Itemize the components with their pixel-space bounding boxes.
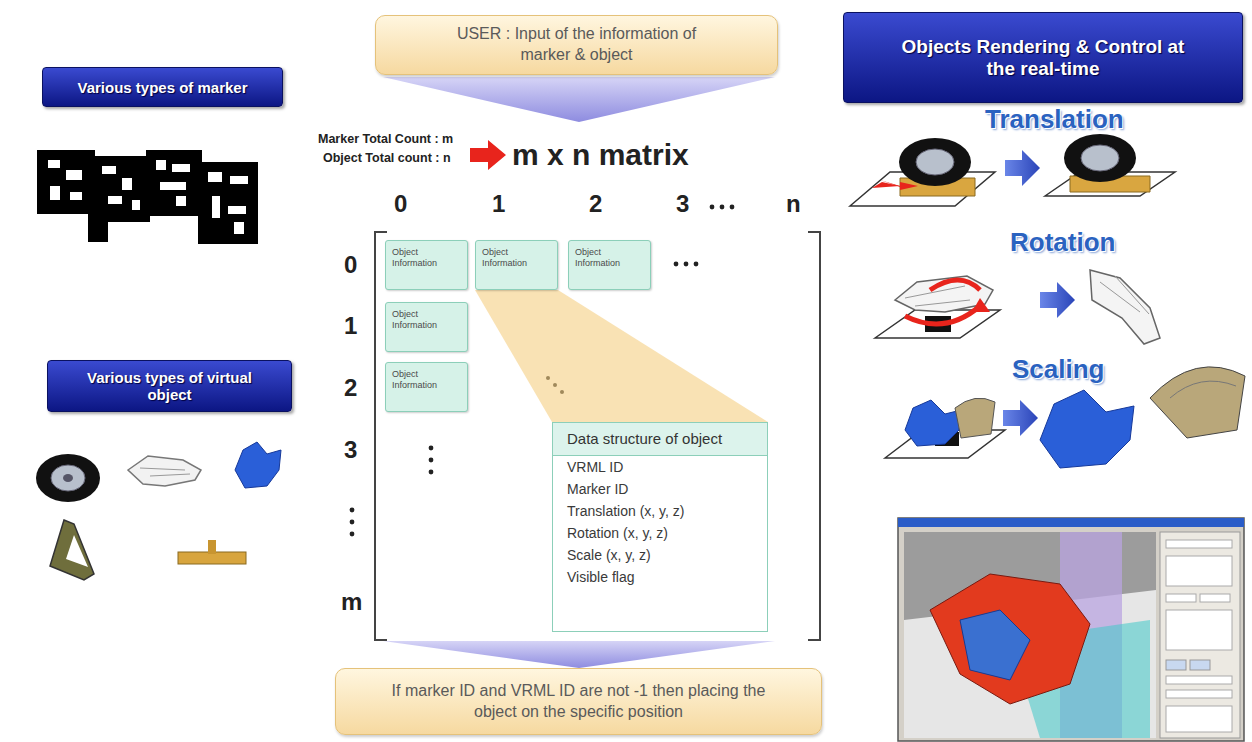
- down-chevron: [383, 641, 775, 668]
- box-text: Object Information: [392, 369, 444, 392]
- marker-images: [37, 150, 258, 244]
- box-text: Object Information: [392, 247, 444, 270]
- matrix-cell: Object Information: [385, 362, 468, 412]
- scaling-figure: [885, 367, 1245, 468]
- down-chevron: [383, 77, 775, 122]
- box-text: Object Information: [392, 309, 444, 332]
- text-group: Various types of marker: [77, 79, 247, 96]
- box-text: Data structure of object: [553, 423, 767, 456]
- rotation-figure: [875, 270, 1160, 344]
- column-index: 0: [394, 192, 407, 216]
- field-name: Marker ID: [553, 478, 767, 500]
- row-index: 3: [344, 438, 357, 462]
- matrix-bracket: [375, 232, 387, 640]
- box-text: Object Information: [482, 247, 534, 270]
- text-group: Object Information: [482, 247, 534, 270]
- column-index: n: [786, 192, 801, 216]
- zoom-connector: [475, 290, 768, 422]
- text-group: Data structure of objectVRML IDMarker ID…: [553, 423, 767, 588]
- matrix-cell: Object Information: [475, 240, 558, 290]
- text-group: Objects Rendering & Control at the real-…: [888, 36, 1198, 80]
- box-text: Object Information: [575, 247, 627, 270]
- text-group: Object Information: [392, 369, 444, 392]
- box-text: Objects Rendering & Control at the real-…: [888, 36, 1198, 80]
- section-banner: Various types of marker: [42, 67, 283, 107]
- field-name: Rotation (x, y, z): [553, 522, 767, 544]
- operation-title: Translation: [985, 106, 1124, 132]
- field-name: Visible flag: [553, 566, 767, 588]
- row-index: 2: [344, 376, 357, 400]
- application-screenshot: [898, 518, 1244, 741]
- count-label: Marker Total Count : m: [318, 133, 453, 146]
- translation-figure: [850, 134, 1175, 206]
- matrix-bracket: [808, 232, 820, 640]
- text-group: Object Information: [392, 247, 444, 270]
- operation-title: Rotation: [1010, 229, 1115, 255]
- matrix-cell: Object Information: [385, 240, 468, 290]
- column-index: 1: [492, 192, 505, 216]
- row-index: 1: [344, 314, 357, 338]
- field-name: Translation (x, y, z): [553, 500, 767, 522]
- red-arrow: [470, 140, 506, 170]
- virtual-objects: [36, 442, 281, 580]
- box-text: USER : Input of the information of marke…: [432, 24, 722, 66]
- box-text: Various types of virtual object: [85, 369, 255, 403]
- column-index: 3: [676, 192, 689, 216]
- box-text: If marker ID and VRML ID are not -1 then…: [369, 681, 789, 723]
- matrix-title: m x n matrix: [512, 140, 689, 170]
- data-structure-box: Data structure of objectVRML IDMarker ID…: [552, 422, 768, 632]
- row-index: m: [341, 590, 362, 614]
- section-banner: Various types of virtual object: [47, 360, 292, 412]
- count-label: Object Total count : n: [323, 152, 451, 165]
- column-index: 2: [589, 192, 602, 216]
- zoom-fan: [475, 290, 768, 422]
- field-name: Scale (x, y, z): [553, 544, 767, 566]
- row-index: 0: [344, 253, 357, 277]
- operation-title: Scaling: [1012, 356, 1104, 382]
- input-box: USER : Input of the information of marke…: [375, 15, 778, 75]
- text-group: Object Information: [392, 309, 444, 332]
- text-group: If marker ID and VRML ID are not -1 then…: [369, 681, 789, 723]
- section-banner: Objects Rendering & Control at the real-…: [843, 12, 1243, 103]
- text-group: USER : Input of the information of marke…: [432, 24, 722, 66]
- box-text: Various types of marker: [77, 79, 247, 96]
- condition-box: If marker ID and VRML ID are not -1 then…: [335, 668, 822, 735]
- text-group: Object Information: [575, 247, 627, 270]
- matrix-cell: Object Information: [568, 240, 651, 290]
- field-name: VRML ID: [553, 456, 767, 478]
- text-group: Various types of virtual object: [85, 369, 255, 403]
- matrix-cell: Object Information: [385, 302, 468, 352]
